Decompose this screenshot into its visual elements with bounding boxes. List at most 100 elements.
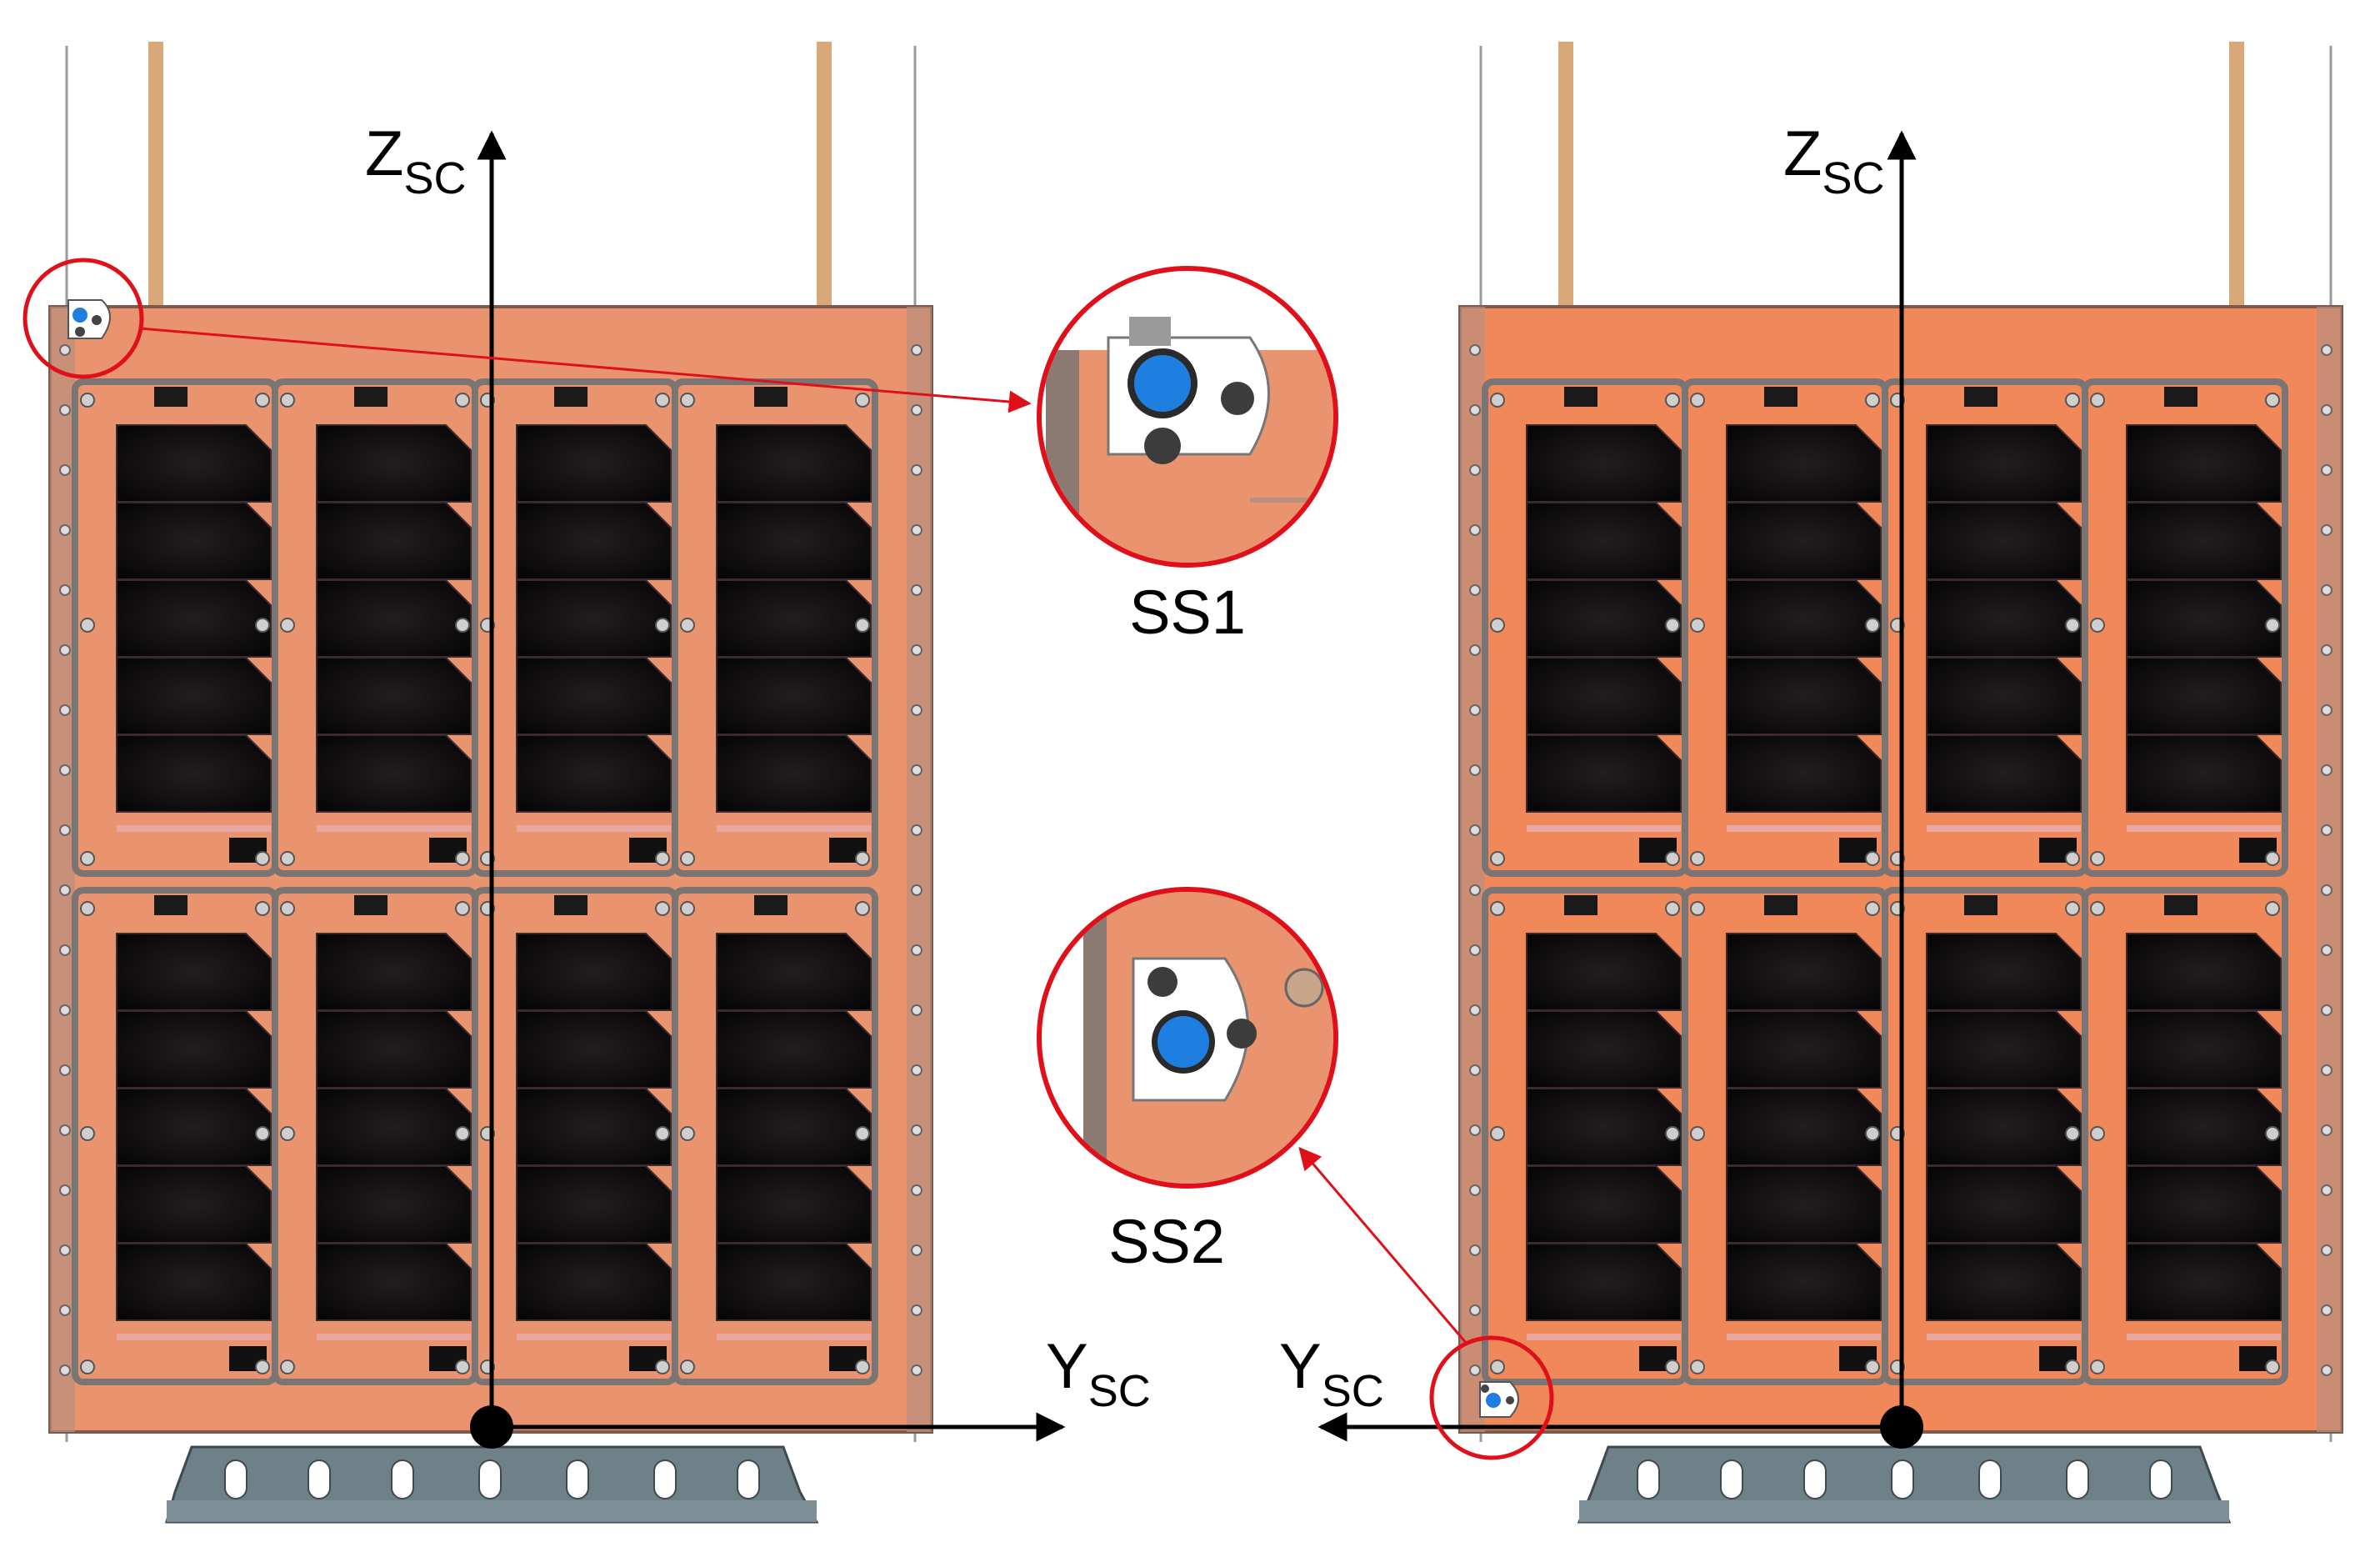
- solar-cell: [116, 1243, 272, 1321]
- edge-screw: [911, 584, 922, 596]
- solar-cell: [716, 1243, 872, 1321]
- edge-screw: [59, 404, 71, 416]
- edge-screw: [2321, 1184, 2332, 1196]
- edge-screw: [2321, 344, 2332, 356]
- screw: [1865, 1126, 1880, 1141]
- edge-screw: [59, 944, 71, 956]
- screw: [655, 851, 670, 866]
- edge-screw: [1469, 644, 1481, 656]
- cell-module-frame: [2082, 887, 2288, 1385]
- edge-screw: [59, 344, 71, 356]
- solar-cell: [316, 424, 472, 503]
- cell-busbar: [1927, 825, 2081, 832]
- connector-tab: [1564, 895, 1598, 915]
- solar-cell: [116, 1010, 272, 1089]
- screw: [1865, 1359, 1880, 1374]
- edge-screw: [911, 1244, 922, 1256]
- screw: [80, 1126, 95, 1141]
- screw: [280, 1126, 295, 1141]
- connector-tab: [1964, 387, 1998, 407]
- edge-screw: [59, 824, 71, 836]
- edge-screw: [1469, 1184, 1481, 1196]
- screw: [1490, 851, 1505, 866]
- screw: [455, 901, 470, 916]
- origin-dot: [1880, 1405, 1923, 1449]
- antenna-rod: [2229, 42, 2244, 313]
- solar-cell: [116, 734, 272, 813]
- edge-screw: [1469, 944, 1481, 956]
- edge-screw: [2321, 464, 2332, 476]
- antenna-rod: [1558, 42, 1573, 313]
- screw: [2090, 1126, 2105, 1141]
- solar-cell: [516, 579, 672, 658]
- solar-cell: [316, 933, 472, 1011]
- solar-cell: [116, 1088, 272, 1166]
- z-axis-label: ZSC: [1783, 118, 1884, 203]
- screw: [2065, 393, 2080, 408]
- callout-label-ss2: SS2: [1108, 1207, 1225, 1276]
- connector-tab: [554, 387, 588, 407]
- screw: [455, 393, 470, 408]
- screw: [1865, 393, 1880, 408]
- solar-cell: [2126, 1165, 2282, 1244]
- solar-cell: [316, 1243, 472, 1321]
- edge-screw: [59, 1004, 71, 1016]
- edge-screw: [911, 1124, 922, 1136]
- screw: [280, 851, 295, 866]
- screw: [255, 901, 270, 916]
- solar-cell: [516, 424, 672, 503]
- screw: [2065, 1126, 2080, 1141]
- edge-screw: [1469, 1004, 1481, 1016]
- sun-sensor-ss1: [68, 299, 111, 339]
- screw: [80, 618, 95, 633]
- solar-cell: [1926, 734, 2082, 813]
- screw: [655, 393, 670, 408]
- screw: [1690, 618, 1705, 633]
- edge-screw: [2321, 1304, 2332, 1316]
- screw: [1690, 1126, 1705, 1141]
- edge-screw: [1469, 524, 1481, 536]
- edge-screw: [911, 1364, 922, 1376]
- screw: [1690, 851, 1705, 866]
- edge-screw: [59, 584, 71, 596]
- solar-cell: [1726, 502, 1882, 580]
- edge-screw: [911, 1184, 922, 1196]
- solar-cell: [1526, 1088, 1682, 1166]
- screw: [855, 901, 870, 916]
- antenna-rod: [148, 42, 163, 313]
- cell-busbar: [717, 825, 871, 832]
- solar-cell: [516, 657, 672, 735]
- solar-cell: [1726, 1165, 1882, 1244]
- screw: [255, 393, 270, 408]
- screw: [655, 1359, 670, 1374]
- screw: [255, 618, 270, 633]
- solar-cell: [116, 424, 272, 503]
- edge-screw: [1469, 404, 1481, 416]
- solar-cell: [2126, 1088, 2282, 1166]
- solar-cell: [316, 734, 472, 813]
- solar-cell: [316, 1165, 472, 1244]
- screw: [455, 851, 470, 866]
- edge-screw: [59, 464, 71, 476]
- screw: [455, 618, 470, 633]
- connector-tab: [354, 895, 388, 915]
- edge-screw: [1469, 884, 1481, 896]
- solar-cell: [1526, 1010, 1682, 1089]
- cell-busbar: [1527, 1334, 1681, 1340]
- connector-tab: [1764, 387, 1798, 407]
- screw: [1690, 393, 1705, 408]
- edge-screw: [911, 524, 922, 536]
- callout-ss1: SS1: [22, 258, 1338, 647]
- edge-screw: [911, 824, 922, 836]
- solar-cell: [1526, 734, 1682, 813]
- solar-cell: [516, 734, 672, 813]
- screw: [855, 618, 870, 633]
- callout-ring-small: [1429, 1335, 1554, 1460]
- screw: [680, 901, 695, 916]
- screw: [2090, 901, 2105, 916]
- screw: [1490, 1359, 1505, 1374]
- solar-cell: [716, 579, 872, 658]
- edge-screw: [1469, 1124, 1481, 1136]
- solar-cell: [1526, 424, 1682, 503]
- screw: [855, 1359, 870, 1374]
